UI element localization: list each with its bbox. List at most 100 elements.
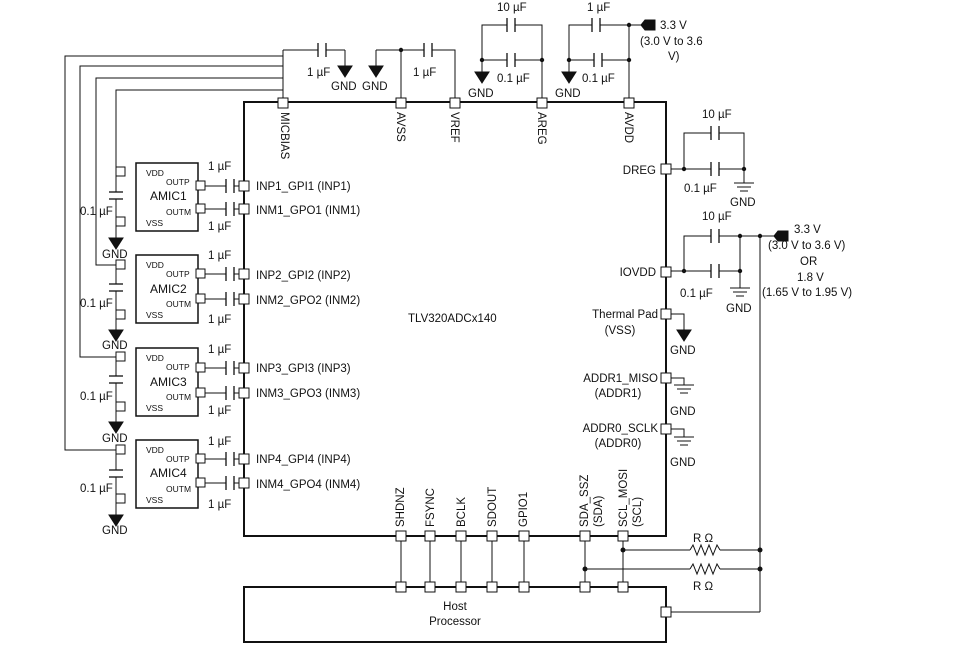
pin-avdd — [623, 97, 635, 109]
gnd-label-thermal: GND — [670, 345, 696, 357]
mic-block-4: VDD OUTP AMIC4 OUTM VSS — [115, 439, 206, 509]
supply-arrow-icon — [640, 19, 656, 31]
mic2-name: AMIC2 — [150, 282, 187, 296]
supply-iovdd-33v: 3.3 V — [794, 224, 821, 236]
supply-iovdd-18v: 1.8 V — [797, 272, 824, 284]
resistor-label-1: R Ω — [693, 533, 714, 545]
ground-symbol-icon — [730, 287, 750, 297]
gnd-icon — [108, 421, 124, 434]
mic-block-2: VDD OUTP AMIC2 OUTM VSS — [115, 254, 206, 324]
cap-label-iovdd-01uf: 0.1 µF — [680, 288, 713, 300]
pin-label-scl-sub: (SCL) — [632, 497, 644, 527]
pin-label-inp1: INP1_GPI1 (INP1) — [256, 181, 351, 193]
pin-label-micbias: MICBIAS — [278, 112, 290, 160]
cap-label-mic4-p: 1 µF — [208, 436, 231, 448]
pin-iovdd — [660, 266, 672, 278]
supply-iovdd-33v-range: (3.0 V to 3.6 V) — [768, 240, 846, 252]
pin-label-thermal-pad: Thermal Pad — [592, 309, 658, 321]
cap-label-mic1-dec: 0.1 µF — [80, 206, 113, 218]
mic-decoupling — [109, 172, 123, 515]
cap-label-mic1-p: 1 µF — [208, 161, 231, 173]
mic3-name: AMIC3 — [150, 375, 187, 389]
pin-vref — [449, 97, 461, 109]
pin-micbias — [277, 97, 289, 109]
ground-symbol-icon — [674, 436, 694, 446]
mic2-vdd: VDD — [146, 260, 164, 270]
mic1-vdd: VDD — [146, 168, 164, 178]
mic-block-3: VDD OUTP AMIC3 OUTM VSS — [115, 347, 206, 417]
mic1-name: AMIC1 — [150, 189, 187, 203]
mic1-outp: OUTP — [166, 177, 190, 187]
gnd-label-addr1: GND — [670, 406, 696, 418]
pin-label-inm2: INM2_GPO2 (INM2) — [256, 295, 360, 307]
left-pin-boxes — [238, 180, 250, 489]
gnd-label-avss: GND — [362, 81, 388, 93]
pin-label-inm3: INM3_GPO3 (INM3) — [256, 388, 360, 400]
cap-label-avdd-1uf: 1 µF — [587, 2, 610, 14]
cap-label-micbias: 1 µF — [307, 67, 330, 79]
cap-label-mic3-p: 1 µF — [208, 344, 231, 356]
gnd-icon — [676, 329, 692, 342]
cap-label-mic3-dec: 0.1 µF — [80, 391, 113, 403]
cap-label-mic2-p: 1 µF — [208, 250, 231, 262]
pin-addr1 — [660, 372, 672, 384]
host-processor: Host Processor — [243, 581, 672, 643]
pin-thermal-pad — [660, 308, 672, 320]
pin-label-addr0-sub: (ADDR0) — [595, 438, 642, 450]
pin-label-sda-sub: (SDA) — [593, 496, 605, 527]
cap-label-areg-10uf: 10 µF — [497, 2, 527, 14]
cap-label-mic2-m: 1 µF — [208, 314, 231, 326]
cap-label-dreg-01uf: 0.1 µF — [684, 183, 717, 195]
cap-label-areg-01uf: 0.1 µF — [497, 73, 530, 85]
cap-label-dreg-10uf: 10 µF — [702, 109, 732, 121]
pin-label-sda-ssz: SDA_SSZ — [579, 475, 591, 527]
mic-block-1: VDD OUTP AMIC1 OUTM VSS — [115, 162, 206, 232]
cap-label-vref: 1 µF — [413, 67, 436, 79]
supply-iovdd-or: OR — [800, 256, 817, 268]
cap-label-mic3-m: 1 µF — [208, 405, 231, 417]
mic4-name: AMIC4 — [150, 466, 187, 480]
mic4-vdd: VDD — [146, 445, 164, 455]
tlv320adc-chip: TLV320ADCx140 MICBIAS AVSS VREF AREG AVD… — [238, 97, 672, 542]
pin-label-inm4: INM4_GPO4 (INM4) — [256, 479, 360, 491]
pin-areg — [536, 97, 548, 109]
gnd-label-areg: GND — [468, 88, 494, 100]
mic2-outp: OUTP — [166, 269, 190, 279]
pin-avss — [395, 97, 407, 109]
supply-avdd-range: (3.0 V to 3.6 — [640, 36, 703, 48]
mic4-outm: OUTM — [166, 484, 191, 494]
ground-symbol-icon — [674, 384, 694, 394]
gnd-icon — [561, 71, 577, 84]
gnd-icon — [108, 237, 124, 250]
pin-label-gpio1: GPIO1 — [518, 492, 530, 527]
cap-label-mic2-dec: 0.1 µF — [80, 298, 113, 310]
pin-label-addr0: ADDR0_SCLK — [583, 423, 659, 435]
pin-label-bclk: BCLK — [456, 497, 468, 527]
supply-avdd-voltage: 3.3 V — [660, 20, 687, 32]
pin-label-shdnz: SHDNZ — [395, 487, 407, 527]
ground-symbol-icon — [734, 182, 754, 192]
cap-label-iovdd-10uf: 10 µF — [702, 211, 732, 223]
pin-label-thermal-pad-sub: (VSS) — [605, 325, 636, 337]
host-label-line1: Host — [443, 601, 467, 613]
supply-iovdd-18v-range: (1.65 V to 1.95 V) — [762, 287, 852, 299]
pin-label-fsync: FSYNC — [425, 488, 437, 527]
pin-label-avss: AVSS — [394, 112, 406, 142]
mic3-outp: OUTP — [166, 362, 190, 372]
gnd-label-mic4: GND — [102, 525, 128, 537]
digital-bus-wires — [400, 236, 763, 613]
gnd-icon — [368, 65, 384, 78]
pin-label-addr1-sub: (ADDR1) — [595, 388, 642, 400]
pin-label-avdd: AVDD — [622, 112, 634, 143]
pin-label-iovdd: IOVDD — [620, 267, 656, 279]
cap-label-mic1-m: 1 µF — [208, 221, 231, 233]
supply-arrow-icon — [773, 230, 789, 242]
pin-label-inm1: INM1_GPO1 (INM1) — [256, 205, 360, 217]
mic1-outm: OUTM — [166, 207, 191, 217]
chip-name: TLV320ADCx140 — [408, 313, 497, 325]
pin-label-sdout: SDOUT — [487, 487, 499, 527]
bottom-pin-boxes — [395, 530, 629, 542]
gnd-label-avdd: GND — [555, 88, 581, 100]
pin-label-dreg: DREG — [623, 165, 656, 177]
